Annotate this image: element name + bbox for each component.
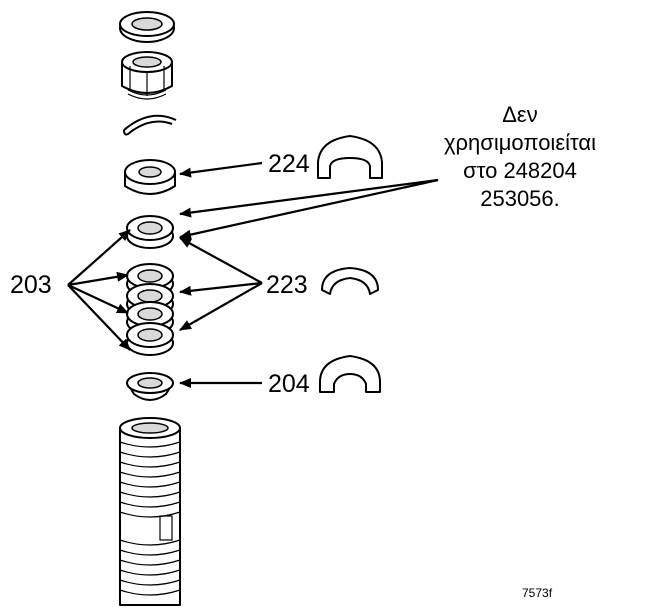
callout-223: 223: [266, 271, 308, 299]
note-line-4: 253056.: [480, 186, 560, 211]
note-line-1: Δεν: [502, 102, 538, 127]
packing-nut-part: [121, 51, 173, 100]
packing-204-side-view: [319, 355, 381, 393]
retaining-ring-part: [123, 114, 177, 136]
callout-203: 203: [10, 271, 52, 299]
cylinder-housing-part: [119, 417, 181, 606]
note-line-2: χρησιμοποιείται: [444, 130, 596, 155]
gland-204-part: [126, 372, 174, 401]
callout-204: 204: [268, 370, 310, 398]
figure-id: 7573f: [522, 586, 553, 600]
callout-224: 224: [268, 150, 310, 178]
packing-223-side-view: [321, 267, 379, 295]
note-line-3: στο 248204: [463, 158, 577, 183]
v-packing-stack-part: [126, 215, 174, 356]
leader-lines: [67, 161, 439, 388]
packing-224-side-view: [317, 135, 383, 179]
top-washer-part: [119, 11, 175, 43]
washer-224-part: [124, 159, 176, 195]
